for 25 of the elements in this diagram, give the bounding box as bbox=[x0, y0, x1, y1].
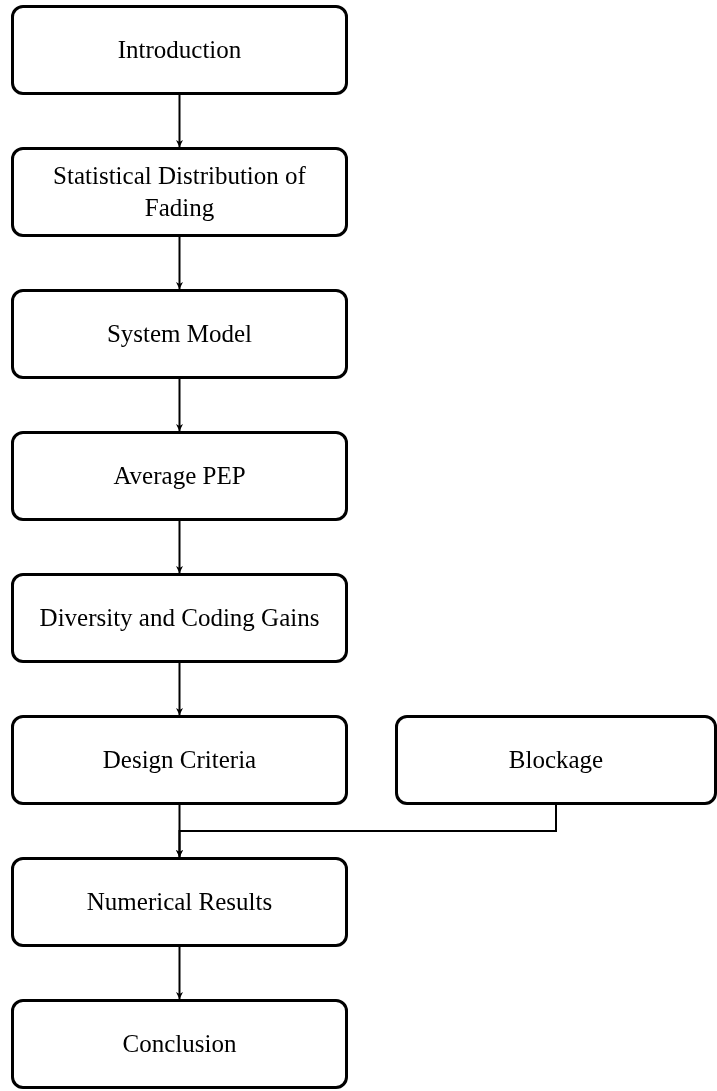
process-box bbox=[11, 715, 348, 805]
box-label: Conclusion bbox=[122, 1028, 237, 1059]
process-box bbox=[11, 289, 348, 379]
box-label: Design Criteria bbox=[102, 744, 257, 775]
process-box bbox=[11, 431, 348, 521]
process-box bbox=[11, 573, 348, 663]
box-label: Diversity and Coding Gains bbox=[39, 602, 320, 633]
box-label: Statistical Distribution of Fading bbox=[52, 160, 307, 223]
box-label: Average PEP bbox=[113, 460, 246, 491]
box-label: Blockage bbox=[508, 744, 604, 775]
box-label: Numerical Results bbox=[86, 886, 273, 917]
process-box bbox=[11, 5, 348, 95]
box-label: System Model bbox=[106, 318, 253, 349]
box-label: Introduction bbox=[117, 34, 242, 65]
arrow bbox=[176, 378, 183, 432]
arrow bbox=[176, 94, 183, 148]
arrow bbox=[176, 520, 183, 574]
arrow bbox=[176, 946, 183, 1000]
process-box bbox=[11, 857, 348, 947]
arrow bbox=[176, 804, 557, 858]
process-box bbox=[11, 147, 348, 237]
process-box bbox=[395, 715, 717, 805]
process-box bbox=[11, 999, 348, 1089]
arrow bbox=[176, 236, 183, 290]
arrow bbox=[176, 662, 183, 716]
